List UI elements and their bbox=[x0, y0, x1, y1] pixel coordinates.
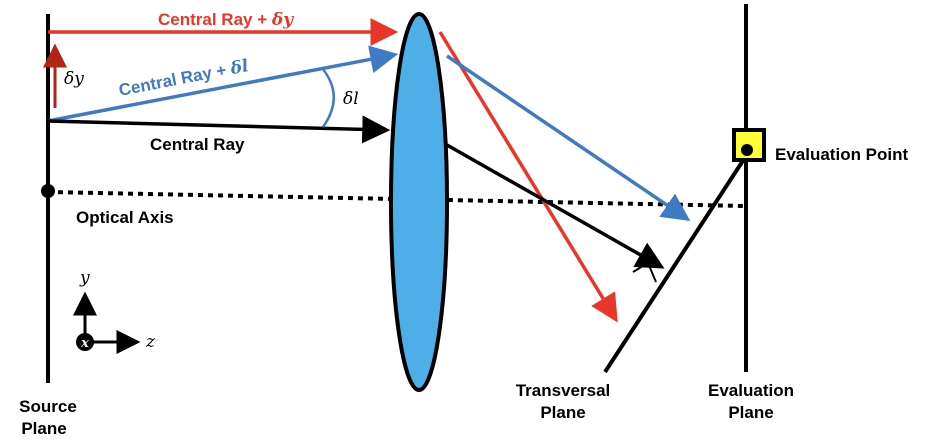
label-optical-axis: Optical Axis bbox=[76, 208, 174, 227]
lens bbox=[389, 12, 449, 392]
label-evaluation-point: Evaluation Point bbox=[775, 145, 909, 164]
label-source-plane-1: Source bbox=[19, 397, 77, 416]
evaluation-point-dot bbox=[741, 144, 753, 156]
blue-ray-incoming bbox=[47, 45, 399, 123]
delta-l-angle-arc bbox=[321, 67, 335, 128]
label-evaluation-plane-2: Plane bbox=[728, 403, 773, 422]
label-source-plane-2: Plane bbox=[21, 419, 66, 438]
label-axis-z: z bbox=[145, 332, 156, 352]
label-transversal-plane-2: Plane bbox=[540, 403, 585, 422]
red-ray-outgoing bbox=[438, 31, 618, 323]
label-axis-x: x bbox=[80, 336, 89, 351]
label-central-ray-dy: Central Ray + δy bbox=[158, 10, 294, 30]
label-delta-y: δy bbox=[64, 69, 84, 89]
label-delta-l: δl bbox=[343, 89, 359, 109]
central-ray-outgoing bbox=[446, 143, 665, 269]
coord-x-circle bbox=[76, 333, 94, 351]
optical-axis-line bbox=[47, 190, 746, 208]
label-transversal-plane-1: Transversal bbox=[516, 381, 611, 400]
label-evaluation-plane-1: Evaluation bbox=[708, 381, 794, 400]
central-ray-incoming bbox=[47, 115, 391, 144]
right-angle-marker bbox=[632, 261, 657, 283]
blue-ray-outgoing bbox=[446, 54, 691, 221]
label-central-ray: Central Ray bbox=[150, 135, 245, 154]
label-axis-y: y bbox=[79, 268, 90, 288]
transversal-plane-line bbox=[603, 154, 748, 374]
source-point bbox=[41, 184, 55, 198]
